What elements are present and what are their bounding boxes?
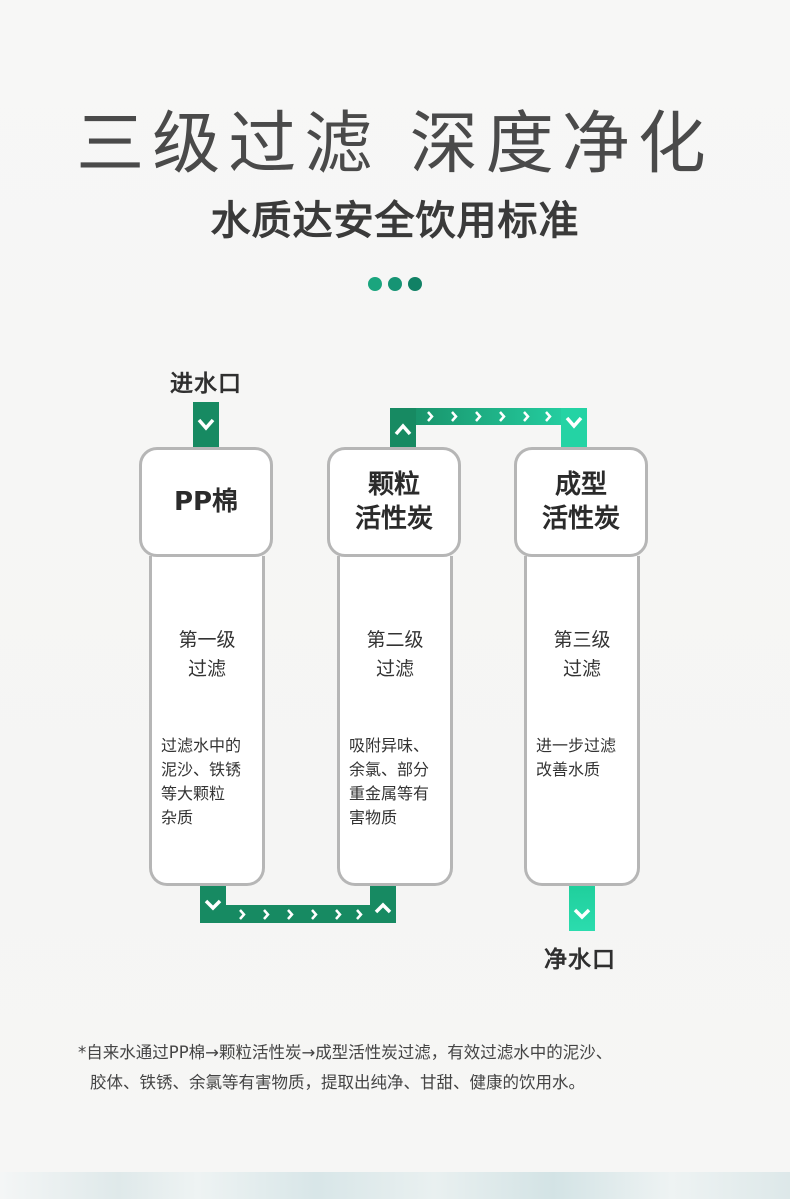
filter-1-name: PP棉 <box>173 487 239 517</box>
filter-2-stage-suffix: 过滤 <box>375 658 414 680</box>
filter-1-stage-suffix: 过滤 <box>187 658 226 680</box>
filter-1-cap: PP棉 <box>139 447 273 557</box>
filter-3-body <box>524 556 640 886</box>
filter-1-description: 过滤水中的 泥沙、铁锈 等大颗粒 杂质 <box>161 734 241 830</box>
filter-3-stage-label: 第三级 <box>553 629 611 651</box>
filter-3-stage: 第三级 过滤 <box>524 626 640 684</box>
desc-line: 泥沙、铁锈 <box>161 760 242 779</box>
filter-3-name-line1: 成型 <box>554 470 607 500</box>
footnote-line-2: 胶体、铁锈、余氯等有害物质，提取出纯净、甘甜、健康的饮用水。 <box>90 1073 585 1092</box>
desc-line: 过滤水中的 <box>161 736 242 755</box>
chevron-down-icon <box>204 899 222 911</box>
desc-line: 重金属等有 <box>349 784 430 803</box>
filter-2-name-line1: 颗粒 <box>367 470 420 500</box>
desc-line: 害物质 <box>349 808 398 827</box>
chevron-down-icon <box>565 416 583 429</box>
decorative-dots <box>368 277 428 293</box>
desc-line: 进一步过滤 <box>536 736 617 755</box>
desc-line: 吸附异味、 <box>349 736 430 755</box>
filter-3-name-line2: 活性炭 <box>541 504 620 534</box>
filter-2-description: 吸附异味、 余氯、部分 重金属等有 害物质 <box>349 734 429 830</box>
filter-1-body <box>149 556 265 886</box>
top-connector-pipe <box>390 408 587 448</box>
footnote-line-1: *自来水通过PP棉→颗粒活性炭→成型活性炭过滤，有效过滤水中的泥沙、 <box>78 1043 613 1062</box>
filter-2-stage-label: 第二级 <box>366 629 424 651</box>
filter-3-description: 进一步过滤 改善水质 <box>536 734 616 782</box>
outlet-pipe <box>569 885 595 931</box>
outlet-label: 净水口 <box>544 947 616 973</box>
filter-2-stage: 第二级 过滤 <box>337 626 453 684</box>
inlet-label: 进水口 <box>170 371 242 397</box>
filter-3-stage-suffix: 过滤 <box>562 658 601 680</box>
dot-3 <box>408 277 422 291</box>
dot-1 <box>368 277 382 291</box>
desc-line: 余氯、部分 <box>349 760 430 779</box>
chevron-right-icons <box>427 411 552 422</box>
subtitle: 水质达安全饮用标准 <box>210 198 580 244</box>
filter-3-cap: 成型 活性炭 <box>514 447 648 557</box>
chevron-right-icons <box>239 909 363 920</box>
chevron-up-icon <box>394 423 412 436</box>
desc-line: 杂质 <box>161 808 194 827</box>
filter-1-stage: 第一级 过滤 <box>149 626 265 684</box>
chevron-down-icon <box>573 908 591 920</box>
filter-2-cap: 颗粒 活性炭 <box>327 447 461 557</box>
dot-2 <box>388 277 402 291</box>
chevron-up-icon <box>374 902 392 914</box>
bottom-connector-pipe <box>200 885 396 923</box>
water-decoration <box>0 1172 790 1199</box>
desc-line: 等大颗粒 <box>161 784 226 803</box>
flow-pipes <box>193 402 595 931</box>
footnote: *自来水通过PP棉→颗粒活性炭→成型活性炭过滤，有效过滤水中的泥沙、 胶体、铁锈… <box>78 1038 738 1098</box>
inlet-pipe <box>193 402 219 448</box>
filter-1-stage-label: 第一级 <box>178 629 236 651</box>
filter-2-body <box>337 556 453 886</box>
main-title: 三级过滤 深度净化 <box>76 105 714 184</box>
chevron-down-icon <box>197 418 215 431</box>
filter-2-name-line2: 活性炭 <box>354 504 433 534</box>
desc-line: 改善水质 <box>536 760 601 779</box>
